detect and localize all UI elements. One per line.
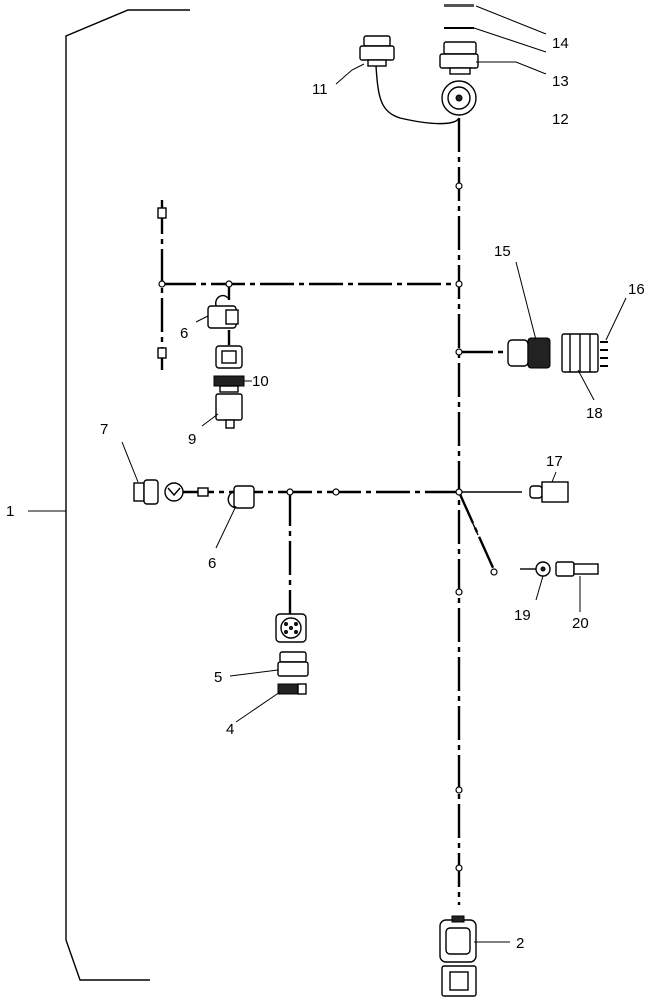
- relay-9: [215, 393, 243, 429]
- callout-7: 7: [100, 421, 108, 438]
- callout-9: 9: [188, 431, 196, 448]
- callout-17: 17: [546, 453, 563, 470]
- main-trunk: [375, 65, 461, 905]
- seal-14: [444, 4, 474, 7]
- callout-10: 10: [252, 373, 269, 390]
- assembly-bracket: [65, 9, 190, 981]
- round-connector: [441, 80, 477, 116]
- callout-20: 20: [572, 615, 589, 632]
- callout-5: 5: [214, 669, 222, 686]
- connector-socket-upper: [215, 345, 243, 369]
- connector-20: [555, 561, 599, 577]
- leader-lines: [121, 5, 627, 943]
- clip-6-upper: [207, 294, 239, 329]
- connector-11: [359, 35, 395, 67]
- callout-12: 12: [552, 111, 569, 128]
- branch-end-middle: [197, 487, 209, 497]
- branch-tab-upper: [157, 207, 167, 359]
- upper-left-branch: [160, 200, 459, 370]
- connector-7: [133, 479, 184, 505]
- plug-5: [277, 651, 309, 677]
- callout-19: 19: [514, 607, 531, 624]
- middle-branch: [180, 490, 522, 615]
- junction-points: [158, 182, 498, 872]
- connector-18: [561, 333, 599, 373]
- round-multipin-connector: [275, 613, 307, 643]
- callout-4: 4: [226, 721, 234, 738]
- callout-16: 16: [628, 281, 645, 298]
- connector-15: [507, 337, 551, 369]
- connector-2: [439, 915, 477, 963]
- callout-11: 11: [312, 81, 328, 98]
- terminals-16: [600, 341, 608, 367]
- callout-6-lower: 6: [208, 555, 216, 572]
- callout-14: 14: [552, 35, 569, 52]
- connector-2-mate: [441, 965, 477, 997]
- callout-18: 18: [586, 405, 603, 422]
- callout-13: 13: [552, 73, 569, 90]
- connector-19: [520, 561, 551, 577]
- callout-1: 1: [6, 503, 14, 520]
- callout-6-upper: 6: [180, 325, 188, 342]
- callout-15: 15: [494, 243, 511, 260]
- callout-2: 2: [516, 935, 524, 952]
- sensor-17: [529, 481, 569, 503]
- seal-4: [277, 683, 307, 695]
- connector-10: [213, 375, 245, 393]
- clip-6-lower: [227, 485, 255, 509]
- connector-12: [439, 41, 479, 75]
